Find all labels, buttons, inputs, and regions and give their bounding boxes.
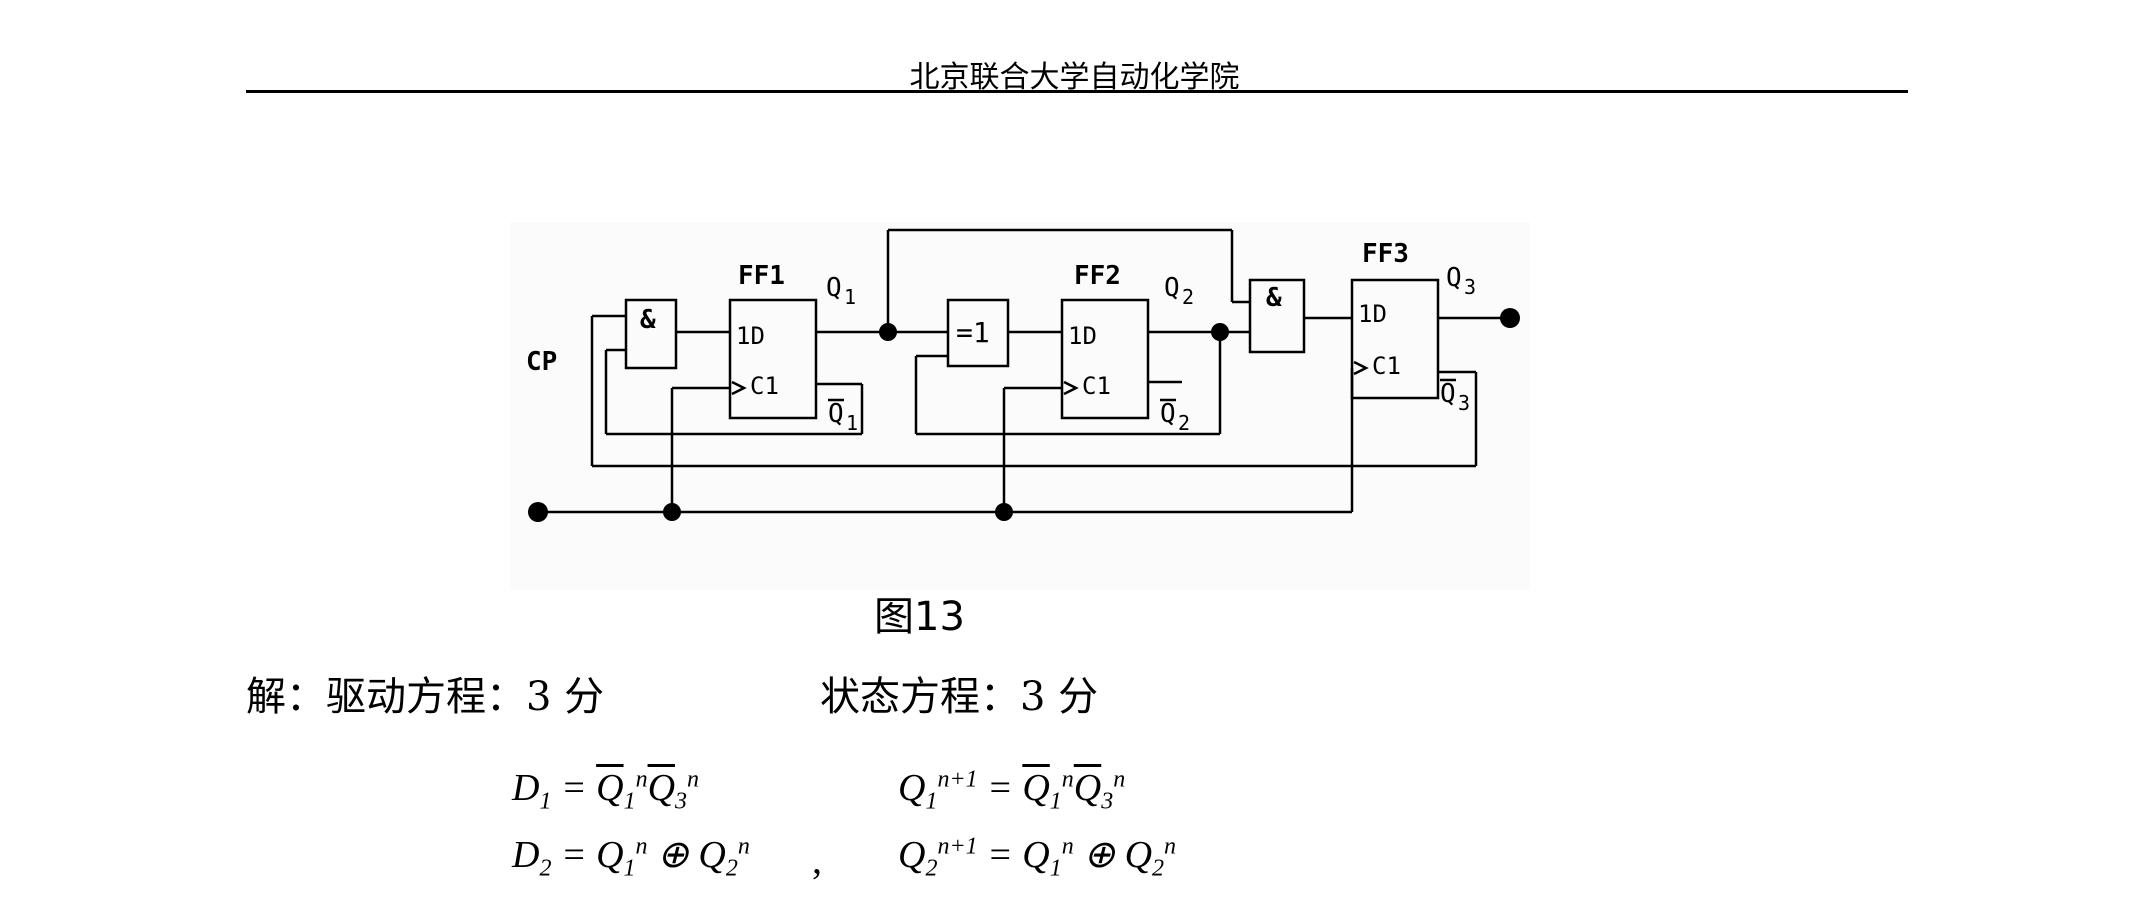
solution-left: 解：驱动方程：3 分 [246,674,605,720]
ff2-clock-mark [1063,380,1079,396]
equation-q2: Q2n+1 = Q1n ⊕ Q2n [898,833,1177,882]
equation-comma: , [812,837,822,882]
cp-label: CP [526,347,557,377]
and-gate-2-label: & [1266,283,1282,313]
and-gate-1 [624,298,678,370]
page-header: 北京联合大学自动化学院 [909,60,1240,95]
q3-bar-label: Q [1440,379,1456,409]
q2-sub: 2 [1182,285,1194,309]
and-gate-2 [1248,278,1306,354]
ff3-box [1350,278,1440,400]
q1-bar-label: Q [828,399,844,429]
and-gate-1-label: & [640,305,656,335]
ff3-c-label: C1 [1372,352,1401,380]
wires [538,228,1510,514]
ff1-label: FF1 [738,261,785,291]
ff3-clock-mark [1353,360,1369,376]
ff1-box [728,298,818,420]
ff2-box [1060,298,1150,420]
ff3-label: FF3 [1362,239,1409,269]
q2-label: Q [1164,273,1180,303]
q1-label: Q [826,273,842,303]
ff3-d-label: 1D [1358,300,1387,328]
xor-gate-label: =1 [956,316,990,349]
q1-sub: 1 [844,285,856,309]
q3-label: Q [1446,263,1462,293]
q3-sub: 3 [1464,275,1476,299]
ff1-d-label: 1D [736,322,765,350]
ff1-c-label: C1 [750,372,779,400]
circuit-diagram: & FF1 1D C1 =1 FF2 1D C1 & FF3 1D C1 Q 1… [526,228,1520,522]
q2-bar-label: Q [1160,399,1176,429]
equation-q1: Q1n+1 = Q1nQ3n [898,766,1126,815]
figure-caption: 图13 [874,594,965,640]
solution-right: 状态方程：3 分 [820,674,1099,720]
equation-d2: D2 = Q1n ⊕ Q2n [512,833,750,882]
circuit-figure: & FF1 1D C1 =1 FF2 1D C1 & FF3 1D C1 Q 1… [510,222,1530,590]
ff1-clock-mark [731,380,747,396]
header-rule [246,90,1908,93]
ff2-d-label: 1D [1068,322,1097,350]
q2-bar-sub: 2 [1178,411,1190,435]
equation-d1: D1 = Q1nQ3n [512,766,700,815]
q3-bar-sub: 3 [1458,391,1470,415]
junction-dots [528,308,1520,522]
ff2-c-label: C1 [1082,372,1111,400]
ff2-label: FF2 [1074,261,1121,291]
q1-bar-sub: 1 [846,411,858,435]
